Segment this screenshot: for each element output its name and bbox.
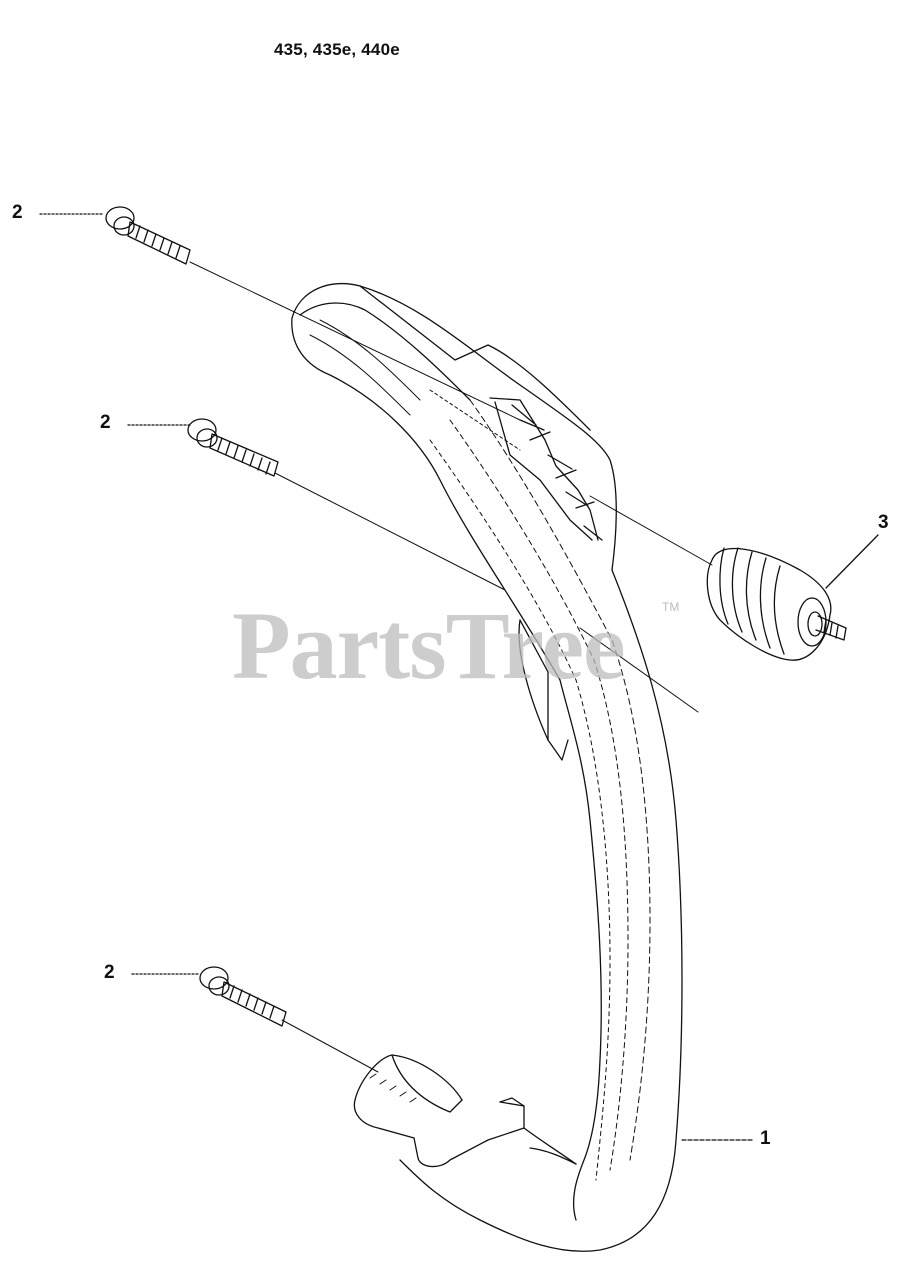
leader-line-damper [825, 534, 879, 589]
vibration-damper [706, 547, 847, 661]
callout-2-top: 2 [12, 202, 23, 223]
axis-line-bottom [281, 1019, 379, 1073]
model-title: 435, 435e, 440e [274, 40, 400, 59]
axis-line-middle [274, 472, 506, 591]
bolt-middle [187, 418, 279, 477]
watermark-trademark: TM [662, 600, 680, 614]
watermark-logo: PartsTree [232, 592, 626, 699]
axis-line-top-b [429, 389, 521, 451]
callout-1: 1 [760, 1128, 771, 1149]
front-handle [291, 282, 683, 1252]
callout-2-bottom: 2 [104, 962, 115, 983]
axis-line-middle-b [579, 627, 699, 713]
bolt-bottom [199, 966, 287, 1027]
callout-2-middle: 2 [100, 412, 111, 433]
callout-3: 3 [878, 512, 889, 533]
bolt-top [105, 206, 191, 265]
axis-line-top-c [589, 495, 713, 566]
